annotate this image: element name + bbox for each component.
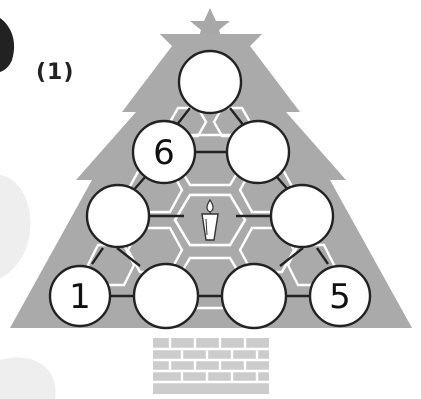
node-value-row4-1: 1 <box>69 277 91 317</box>
node-top[interactable] <box>177 49 243 115</box>
puzzle-nodes <box>48 49 372 330</box>
node-row4-1[interactable] <box>48 264 112 328</box>
node-row4-2[interactable] <box>132 262 200 330</box>
problem-label: (1) <box>36 60 75 85</box>
node-row3-left[interactable] <box>85 183 151 249</box>
node-connectors <box>91 107 329 298</box>
node-row4-3[interactable] <box>220 262 288 330</box>
node-row3-right[interactable] <box>269 183 335 249</box>
left-decor-bottom <box>0 357 56 399</box>
node-value-row2-left: 6 <box>153 133 175 173</box>
tree-top-cap <box>160 34 262 48</box>
candle-icon <box>201 198 219 241</box>
node-row2-right[interactable] <box>225 119 291 185</box>
node-value-row4-4: 5 <box>329 277 351 317</box>
tree-body <box>10 34 412 328</box>
node-row4-4[interactable] <box>308 264 372 328</box>
tree-pot <box>153 338 269 394</box>
node-row2-left[interactable] <box>131 119 197 185</box>
left-decor-top <box>0 18 15 72</box>
left-decor-mid <box>0 175 31 278</box>
